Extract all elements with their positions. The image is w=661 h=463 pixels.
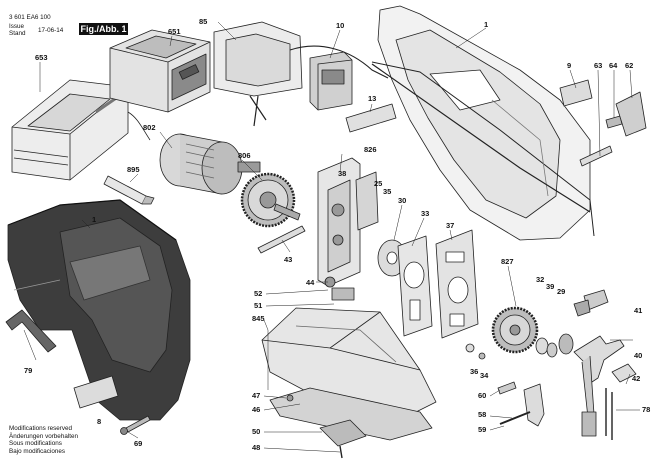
grease-tube-895 (103, 175, 155, 205)
motor-802 (159, 133, 261, 195)
callout-43: 43 (284, 255, 292, 264)
guide-pin-43 (257, 225, 306, 254)
document-number: 3 601 EA6 100 (9, 14, 51, 21)
callout-46: 46 (252, 405, 260, 414)
footer-line-es: Bajo modificaciones (9, 447, 66, 455)
wiring-harness-85 (213, 21, 389, 127)
callout-895: 895 (127, 165, 140, 174)
housing-shell-left (7, 199, 191, 421)
issue-label-stand: Stand (9, 30, 26, 37)
callout-653: 653 (35, 53, 48, 62)
screw-47 (286, 394, 294, 402)
leader-lines (23, 21, 640, 453)
callout-48: 48 (252, 443, 260, 452)
callout-labels: 85 10 1 651 653 9 63 64 62 13 802 806 82… (24, 17, 650, 452)
small-washer-36-34 (465, 343, 486, 360)
callout-29: 29 (557, 287, 565, 296)
callout-41: 41 (634, 306, 642, 315)
callout-845: 845 (252, 314, 265, 323)
allen-key-79 (5, 309, 57, 353)
callout-25: 25 (374, 179, 382, 188)
small-washers-32-39-29 (535, 333, 574, 358)
screw-69 (120, 415, 151, 435)
callout-85: 85 (199, 17, 207, 26)
callout-62: 62 (625, 61, 633, 70)
callout-802: 802 (143, 123, 156, 132)
bevel-gear-806 (240, 172, 301, 228)
roller-parts-58-59-60 (497, 381, 545, 427)
selector-lever-40 (573, 335, 625, 437)
battery-pack-651 (109, 29, 211, 113)
callout-47: 47 (252, 391, 260, 400)
callout-50: 50 (252, 427, 260, 436)
cable (371, 63, 591, 213)
callout-39: 39 (546, 282, 554, 291)
sliding-shoe-46 (269, 387, 433, 441)
base-plate-845 (261, 276, 437, 415)
clamp-50-48 (319, 419, 367, 459)
callout-79: 79 (24, 366, 32, 375)
drive-gear-827 (491, 306, 539, 354)
callout-13: 13 (368, 94, 376, 103)
callout-35: 35 (383, 187, 391, 196)
callout-826: 826 (364, 145, 377, 154)
callout-1-top: 1 (484, 20, 488, 29)
callout-64: 64 (609, 61, 618, 70)
callout-806: 806 (238, 151, 251, 160)
switch-10 (309, 51, 353, 111)
gear-housing-826 (317, 157, 379, 287)
lever-plate-33 (397, 235, 433, 337)
callout-827: 827 (501, 257, 514, 266)
callout-32: 32 (536, 275, 544, 284)
label-9 (559, 79, 593, 107)
callout-30: 30 (398, 196, 406, 205)
callout-33: 33 (421, 209, 429, 218)
callout-34: 34 (480, 371, 489, 380)
callout-69: 69 (134, 439, 142, 448)
callout-40: 40 (634, 351, 642, 360)
callout-8: 8 (97, 417, 101, 426)
dust-port-parts-62-64 (579, 91, 647, 167)
callout-9: 9 (567, 61, 571, 70)
figure-label: Fig./Abb. 1 (79, 23, 128, 35)
callout-52: 52 (254, 289, 262, 298)
trigger-cover-13 (345, 103, 397, 133)
issue-date: 17-06-14 (38, 27, 64, 34)
callout-42: 42 (632, 374, 640, 383)
issue-label: Issue (9, 23, 25, 30)
spring-42 (611, 363, 637, 383)
switch-knob-41 (573, 289, 609, 317)
callout-38: 38 (338, 169, 346, 178)
label-8 (73, 375, 119, 409)
housing-shell-right (371, 5, 595, 241)
callout-78: 78 (642, 405, 650, 414)
battery-charger-653 (11, 79, 151, 181)
callout-51: 51 (254, 301, 262, 310)
callout-59: 59 (478, 425, 486, 434)
callout-1-left: 1 (92, 215, 96, 224)
callout-36: 36 (470, 367, 478, 376)
callout-10: 10 (336, 21, 344, 30)
callout-58: 58 (478, 410, 486, 419)
callout-63: 63 (594, 61, 602, 70)
footer-line-en: Modifications reserved (9, 425, 72, 432)
callout-44: 44 (306, 278, 315, 287)
callout-651: 651 (168, 27, 181, 36)
support-plate-37 (435, 229, 479, 339)
footer-line-fr: Sous modifications (9, 440, 62, 448)
callout-37: 37 (446, 221, 454, 230)
callout-60: 60 (478, 391, 486, 400)
footer-line-de: Änderungen vorbehalten (9, 432, 78, 440)
modifications-notice: Modifications reserved Änderungen vorbeh… (9, 425, 78, 455)
spring-wire-78 (605, 388, 613, 440)
